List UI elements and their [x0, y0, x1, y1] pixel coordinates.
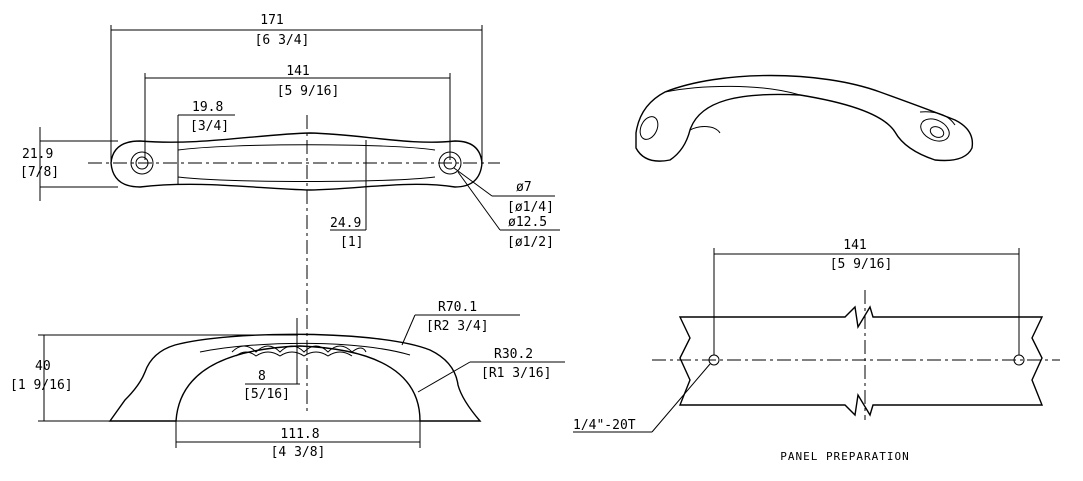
dim-outer-radius-mm: R70.1 [438, 300, 477, 315]
isometric-view [635, 74, 974, 162]
finger-grooves [231, 345, 367, 353]
grip-edge-lower [177, 176, 436, 182]
dim-opening-width-in: [4 3/8] [271, 445, 326, 460]
dim-grip-min-mm: 19.8 [192, 100, 223, 115]
panel-preparation-view: 141 [5 9/16] 1/4"-20T PANEL PREPARATION [573, 238, 1060, 463]
dim-overall-length-in: [6 3/4] [255, 33, 310, 48]
panel-dim-spacing-in: [5 9/16] [830, 257, 893, 272]
dim-end-width-mm: 21.9 [22, 147, 53, 162]
dim-grip-max-in: [1] [340, 235, 363, 250]
side-view: 40 [1 9/16] R70.1 [R2 3/4] R30.2 [R1 3/1… [10, 300, 565, 460]
dim-end-width-in: [7/8] [20, 165, 59, 180]
handle-side-outline [108, 333, 482, 422]
panel-thread-callout: 1/4"-20T [573, 418, 636, 433]
dim-inner-radius-in: [R1 3/16] [481, 366, 551, 381]
dim-overall-length-mm: 171 [260, 13, 283, 28]
dim-hole-dia-mm: ø7 [516, 180, 532, 195]
iso-hole-right-inner [929, 126, 945, 138]
dim-inner-radius-mm: R30.2 [494, 347, 533, 362]
top-view: 171 [6 3/4] 141 [5 9/16] 19.8 [3/4] 21.9… [20, 13, 560, 415]
dim-hole-spacing-mm: 141 [286, 64, 309, 79]
dim-counterbore-in: [ø1/2] [507, 235, 554, 250]
dim-opening-width-mm: 111.8 [280, 427, 319, 442]
iso-hole-right-outer [920, 118, 950, 142]
handle-top-outline [110, 132, 483, 191]
handle-iso-outline [635, 74, 974, 162]
dim-hole-dia-in: [ø1/4] [507, 200, 554, 215]
dim-hole-spacing-in: [5 9/16] [277, 84, 340, 99]
iso-hole-left [639, 116, 659, 140]
dim-height-mm: 40 [35, 359, 51, 374]
panel-title: PANEL PREPARATION [780, 450, 910, 463]
grip-edge-upper [177, 144, 436, 151]
dim-outer-radius-in: [R2 3/4] [426, 319, 489, 334]
dim-grip-depth-mm: 8 [258, 369, 266, 384]
panel-outline [678, 305, 1044, 417]
dim-height-in: [1 9/16] [10, 378, 73, 393]
dim-grip-min-in: [3/4] [190, 119, 229, 134]
dim-grip-max-mm: 24.9 [330, 216, 361, 231]
dim-grip-depth-in: [5/16] [243, 387, 290, 402]
dim-counterbore-mm: ø12.5 [508, 215, 547, 230]
panel-dim-spacing-mm: 141 [843, 238, 866, 253]
